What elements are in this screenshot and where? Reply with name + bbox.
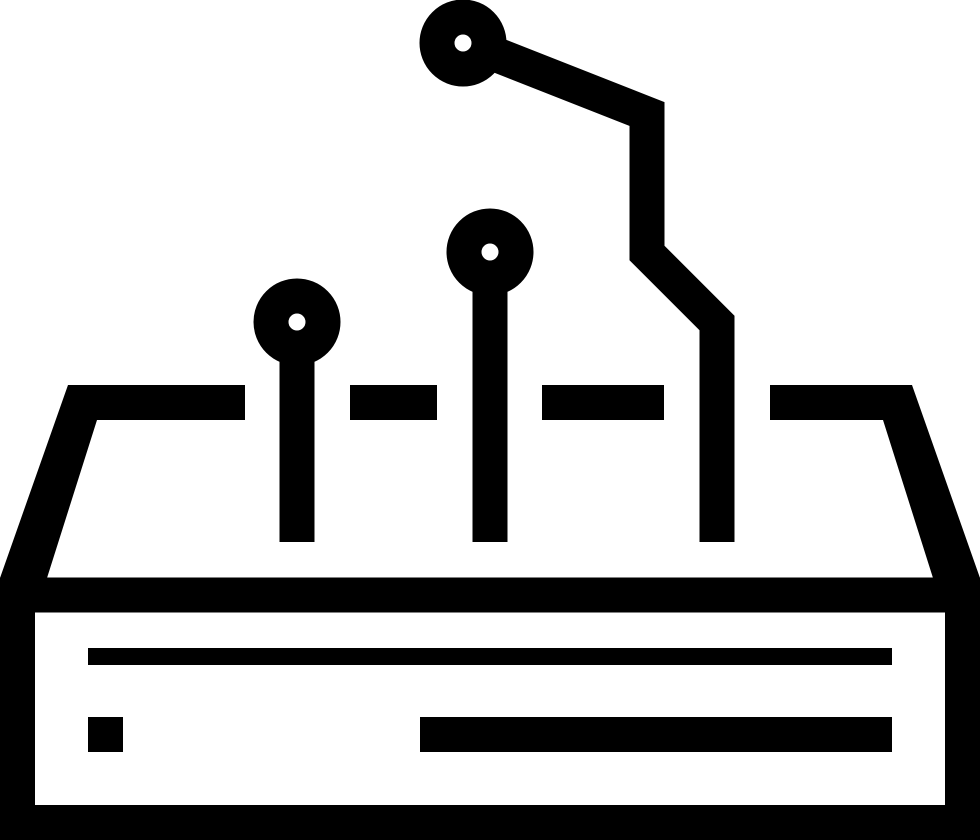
server-box-outline [0,577,980,840]
pin-3-trace [490,38,735,542]
circuit-pins [253,0,735,542]
pin-3-node-icon [419,0,507,87]
board-tray [0,385,980,578]
server-slot-bar [420,717,892,752]
pin-1-node-icon [253,278,341,366]
tray-segment-2 [542,385,664,420]
tray-segment-1 [350,385,437,420]
server-box [0,577,980,840]
tray-right-side [770,385,980,578]
server-top-line [88,648,892,665]
tray-left-side [0,385,245,578]
server-indicator-square [88,717,123,752]
pin-2-node-icon [446,208,534,296]
